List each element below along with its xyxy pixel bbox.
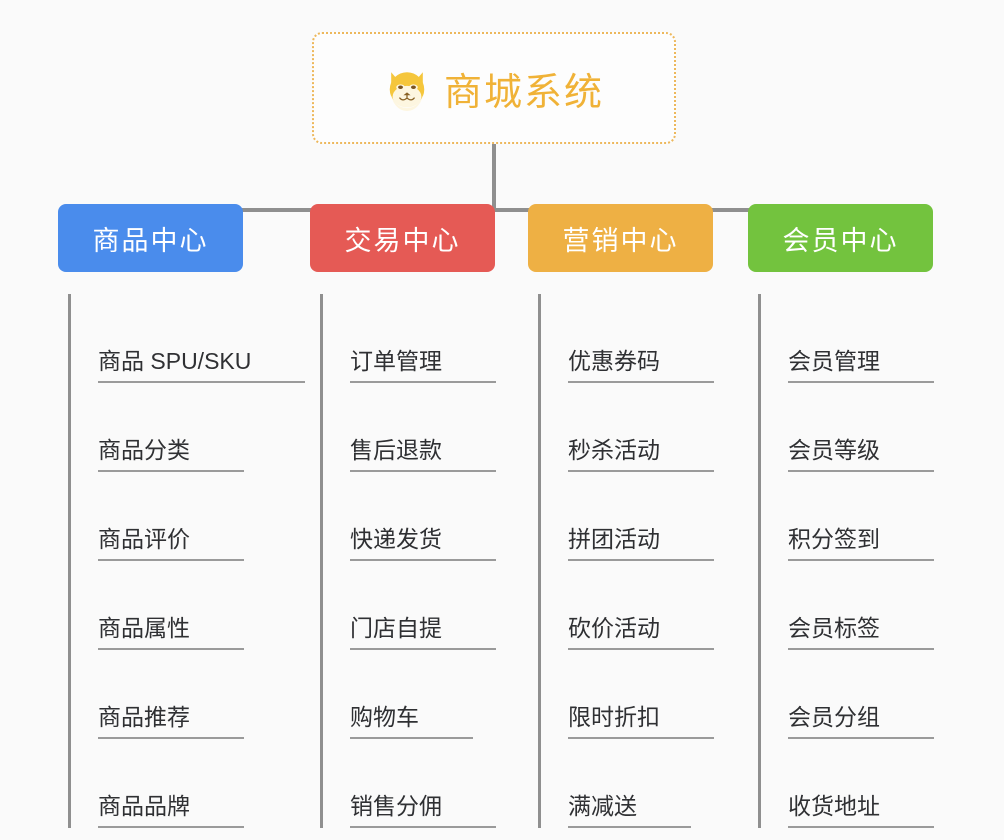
item-label: 秒杀活动 bbox=[568, 431, 714, 472]
item-label: 优惠券码 bbox=[568, 342, 714, 383]
list-item[interactable]: 积分签到 bbox=[760, 472, 934, 561]
category-title: 营销中心 bbox=[562, 225, 679, 256]
column-trade-center: 交易中心 订单管理 售后退款 快递发货 门店自提 购物车 销售分佣 bbox=[310, 204, 496, 828]
list-item[interactable]: 商品品牌 bbox=[70, 739, 244, 828]
item-label: 快递发货 bbox=[350, 520, 496, 561]
item-label: 商品推荐 bbox=[98, 698, 244, 739]
list-item[interactable]: 砍价活动 bbox=[540, 561, 714, 650]
list-item[interactable]: 收货地址 bbox=[760, 739, 934, 828]
list-item[interactable]: 商品推荐 bbox=[70, 650, 244, 739]
list-item[interactable]: 商品属性 bbox=[70, 561, 244, 650]
list-item[interactable]: 快递发货 bbox=[322, 472, 496, 561]
trunk-line bbox=[758, 294, 761, 828]
item-label: 会员分组 bbox=[788, 698, 934, 739]
item-label: 拼团活动 bbox=[568, 520, 714, 561]
list-item[interactable]: 商品 SPU/SKU bbox=[70, 294, 306, 383]
list-item[interactable]: 售后退款 bbox=[322, 383, 496, 472]
item-label: 购物车 bbox=[350, 698, 473, 739]
list-item[interactable]: 秒杀活动 bbox=[540, 383, 714, 472]
list-item[interactable]: 购物车 bbox=[322, 650, 495, 739]
item-label: 门店自提 bbox=[350, 609, 496, 650]
item-label: 会员管理 bbox=[788, 342, 934, 383]
item-label: 商品评价 bbox=[98, 520, 244, 561]
item-label: 商品 SPU/SKU bbox=[98, 342, 306, 383]
trunk-line bbox=[320, 294, 323, 828]
category-title: 交易中心 bbox=[344, 225, 461, 256]
category-title: 商品中心 bbox=[92, 225, 209, 256]
item-list-marketing-center: 优惠券码 秒杀活动 拼团活动 砍价活动 限时折扣 满减送 bbox=[528, 294, 714, 828]
list-item[interactable]: 会员管理 bbox=[760, 294, 934, 383]
item-label: 限时折扣 bbox=[568, 698, 714, 739]
trunk-line bbox=[538, 294, 541, 828]
column-member-center: 会员中心 会员管理 会员等级 积分签到 会员标签 会员分组 收货地址 bbox=[748, 204, 934, 828]
root-title: 商城系统 bbox=[443, 71, 604, 114]
list-item[interactable]: 满减送 bbox=[540, 739, 713, 828]
item-list-member-center: 会员管理 会员等级 积分签到 会员标签 会员分组 收货地址 bbox=[748, 294, 934, 828]
list-item[interactable]: 门店自提 bbox=[322, 561, 496, 650]
item-label: 会员等级 bbox=[788, 431, 934, 472]
item-label: 砍价活动 bbox=[568, 609, 714, 650]
root-node-商城系统[interactable]: 商城系统 bbox=[312, 32, 676, 144]
trunk-line bbox=[68, 294, 71, 828]
list-item[interactable]: 订单管理 bbox=[322, 294, 496, 383]
category-box-marketing-center[interactable]: 营销中心 bbox=[528, 204, 713, 272]
list-item[interactable]: 商品评价 bbox=[70, 472, 244, 561]
item-label: 商品分类 bbox=[98, 431, 244, 472]
category-title: 会员中心 bbox=[782, 225, 899, 256]
list-item[interactable]: 优惠券码 bbox=[540, 294, 714, 383]
item-label: 售后退款 bbox=[350, 431, 496, 472]
item-label: 订单管理 bbox=[350, 342, 496, 383]
item-label: 收货地址 bbox=[788, 787, 934, 828]
column-product-center: 商品中心 商品 SPU/SKU 商品分类 商品评价 商品属性 商品推荐 商品品牌 bbox=[58, 204, 306, 828]
list-item[interactable]: 拼团活动 bbox=[540, 472, 714, 561]
column-marketing-center: 营销中心 优惠券码 秒杀活动 拼团活动 砍价活动 限时折扣 满减送 bbox=[528, 204, 714, 828]
item-list-trade-center: 订单管理 售后退款 快递发货 门店自提 购物车 销售分佣 bbox=[310, 294, 496, 828]
list-item[interactable]: 会员等级 bbox=[760, 383, 934, 472]
item-label: 销售分佣 bbox=[350, 787, 496, 828]
item-label: 会员标签 bbox=[788, 609, 934, 650]
connector-horizontal-bus bbox=[148, 208, 844, 212]
item-label: 积分签到 bbox=[788, 520, 934, 561]
item-list-product-center: 商品 SPU/SKU 商品分类 商品评价 商品属性 商品推荐 商品品牌 bbox=[58, 294, 306, 828]
connector-root-stem bbox=[492, 144, 496, 212]
item-label: 商品属性 bbox=[98, 609, 244, 650]
shiba-dog-emoji bbox=[384, 65, 430, 111]
category-box-trade-center[interactable]: 交易中心 bbox=[310, 204, 495, 272]
list-item[interactable]: 销售分佣 bbox=[322, 739, 496, 828]
list-item[interactable]: 会员标签 bbox=[760, 561, 934, 650]
category-box-member-center[interactable]: 会员中心 bbox=[748, 204, 933, 272]
category-box-product-center[interactable]: 商品中心 bbox=[58, 204, 243, 272]
list-item[interactable]: 会员分组 bbox=[760, 650, 934, 739]
list-item[interactable]: 限时折扣 bbox=[540, 650, 714, 739]
item-label: 商品品牌 bbox=[98, 787, 244, 828]
list-item[interactable]: 商品分类 bbox=[70, 383, 244, 472]
item-label: 满减送 bbox=[568, 787, 691, 828]
